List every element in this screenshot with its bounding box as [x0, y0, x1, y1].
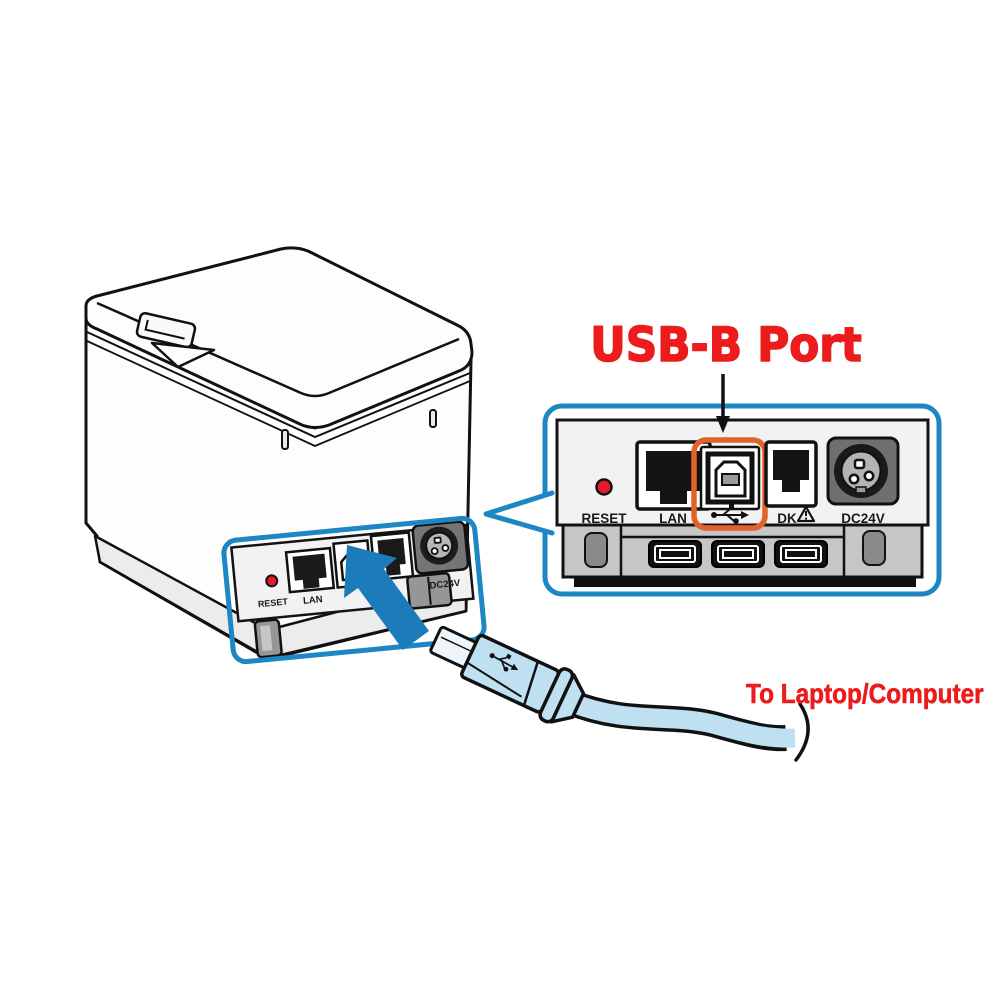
- printer-foot-left-inner: [260, 625, 273, 652]
- usb-a-port-3: [774, 540, 828, 568]
- zoom-panel-base: [574, 577, 916, 587]
- usb-cable: [429, 625, 810, 762]
- zoom-dk-label: DK: [777, 511, 797, 526]
- zoom-reset-dot: [595, 478, 613, 496]
- printer-lan-label: LAN: [303, 594, 324, 607]
- printer-illustration: [84, 246, 474, 661]
- connector-usb-trident-icon: [489, 653, 519, 672]
- zoom-dc24v-pin-3: [853, 458, 866, 470]
- warning-triangle-icon: [796, 505, 816, 523]
- plug-arrow-icon: [344, 545, 429, 650]
- cable-break-mark: [794, 702, 810, 762]
- printer-lid-top-edge: [96, 301, 460, 398]
- lid-latch-flap: [150, 341, 216, 369]
- printer-dc24v-pin-1: [430, 547, 439, 555]
- zoom-usb-b-tongue: [721, 473, 740, 486]
- strip-slot-right: [862, 530, 886, 566]
- usb-a-port-1: [648, 540, 702, 568]
- printer-dc24v-pin-3: [433, 536, 442, 544]
- usb-a-port-2: [711, 540, 765, 568]
- printer-seam-line-2: [86, 340, 471, 447]
- cable-destination-label: To Laptop/Computer: [746, 677, 984, 710]
- zoom-dk-port: [773, 450, 809, 492]
- printer-lan-port: [292, 553, 327, 589]
- printer-reset-dot: [265, 574, 279, 588]
- callout-pointer: [483, 490, 555, 536]
- vent-slot-right: [429, 409, 437, 428]
- printer-lid: [84, 246, 474, 429]
- panel-highlight-box: [221, 515, 487, 665]
- usb-trident-icon: [711, 504, 749, 524]
- printer-foot-right-edge: [427, 576, 432, 605]
- strip-slot-left: [584, 532, 608, 568]
- zoom-dc24v-pin-2: [863, 470, 875, 482]
- printer-dc24v-pin-2: [441, 544, 450, 552]
- usb-b-connector: [429, 625, 586, 724]
- printer-seam-line-1: [86, 331, 471, 439]
- title-text: USB-B Port: [590, 318, 861, 373]
- connector-taper: [549, 672, 586, 724]
- lid-latch: [135, 311, 197, 349]
- printer-reset-label: RESET: [257, 596, 288, 609]
- zoom-dc24v-label: DC24V: [841, 511, 885, 526]
- cable-label-text: To Laptop/Computer: [746, 677, 984, 709]
- zoom-lan-label: LAN: [659, 511, 687, 526]
- zoom-dc24v-pin-1: [848, 473, 860, 485]
- usb-b-port-title: USB-B Port: [590, 317, 863, 373]
- printer-dc24v-label: DC24V: [429, 578, 461, 592]
- zoom-callout: RESET LAN DK: [483, 403, 942, 597]
- zoom-reset-label: RESET: [581, 511, 627, 526]
- cable-fill: [566, 693, 796, 748]
- zoom-dc24v-face: [840, 450, 882, 492]
- zoom-lan-port: [646, 451, 701, 504]
- zoom-dc24v-notch: [855, 486, 867, 494]
- vent-slot-left: [281, 429, 289, 450]
- down-arrow-icon: [716, 374, 730, 433]
